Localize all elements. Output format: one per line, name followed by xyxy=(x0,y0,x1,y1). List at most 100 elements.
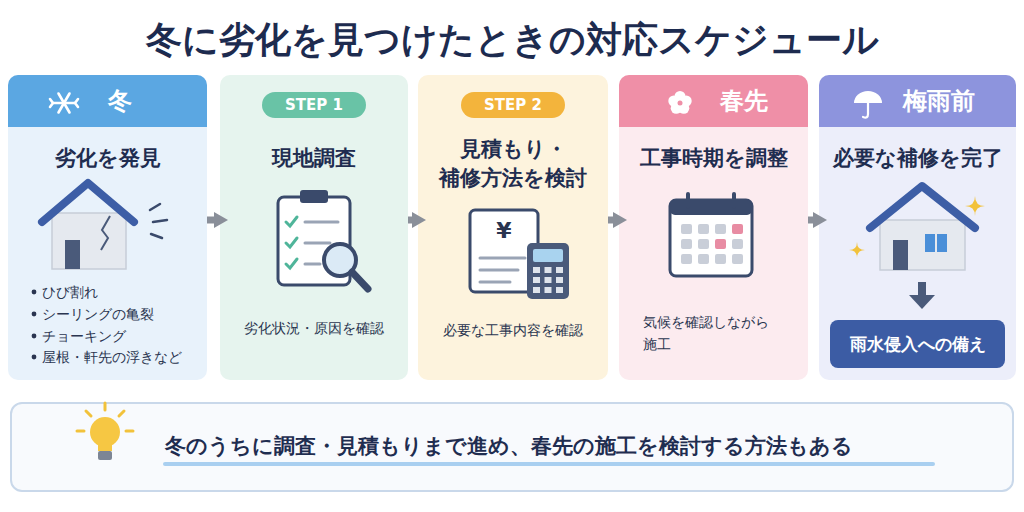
lightbulb-icon xyxy=(126,430,133,433)
estimate-document-icon xyxy=(470,210,538,292)
bullet-dot xyxy=(32,312,37,317)
damaged-house-icon xyxy=(42,183,134,222)
step-badge: STEP 1 xyxy=(262,92,366,118)
lightbulb-icon xyxy=(77,430,84,433)
calendar-icon xyxy=(698,224,709,234)
lightbulb-icon xyxy=(104,403,107,410)
lightbulb-icon xyxy=(90,417,120,447)
calendar-icon xyxy=(698,254,709,264)
estimate-document-icon xyxy=(470,210,538,292)
stage-heading: 現地調査 xyxy=(220,143,408,173)
stage-heading: 劣化を発見 xyxy=(8,143,207,173)
bullet-dot xyxy=(32,355,37,360)
flow-arrow xyxy=(408,217,418,224)
clipboard-icon xyxy=(286,217,297,226)
calendar-icon xyxy=(670,194,752,276)
repaired-house-icon xyxy=(893,240,908,270)
calculator-icon xyxy=(556,267,563,273)
repaired-house-icon xyxy=(870,186,975,228)
sakura-icon xyxy=(675,91,686,102)
clipboard-icon xyxy=(305,263,320,266)
stage-label: 梅雨前 xyxy=(903,85,1003,117)
damaged-house-icon xyxy=(65,240,80,269)
magnifier-icon xyxy=(324,244,368,289)
down-arrow xyxy=(909,282,935,309)
calendar-icon xyxy=(670,200,752,276)
sakura-icon xyxy=(681,96,692,107)
stage-heading: 工事時期を調整 xyxy=(619,143,808,173)
flow-arrow xyxy=(207,217,220,224)
down-arrow xyxy=(918,282,926,297)
repaired-house-icon xyxy=(880,220,965,270)
clipboard-icon xyxy=(286,238,297,247)
snowflake-icon xyxy=(50,94,78,113)
calendar-icon xyxy=(715,254,726,264)
umbrella-icon xyxy=(854,91,882,103)
estimate-document-icon xyxy=(480,269,518,272)
magnifier-icon xyxy=(324,244,356,276)
repaired-house-icon xyxy=(935,234,937,252)
clipboard-icon xyxy=(278,190,350,285)
stage-card: 梅雨前必要な補修を完了雨水侵入への備え xyxy=(819,75,1016,380)
damaged-house-icon xyxy=(52,213,126,269)
calculator-icon xyxy=(527,243,569,299)
clipboard-icon xyxy=(286,259,297,268)
calendar-icon xyxy=(681,239,692,249)
stage-description: 気候を確認しながら 施工 xyxy=(643,311,783,355)
snowflake-icon xyxy=(75,99,78,107)
stage-heading: 見積もり・ 補修方法を検討 xyxy=(418,135,608,193)
calendar-icon xyxy=(715,239,726,249)
stage-label: 春先 xyxy=(720,85,820,117)
calculator-icon xyxy=(545,277,552,283)
stage-description: 劣化状況・原因を確認 xyxy=(220,318,408,338)
bullet-item: チョーキング xyxy=(42,326,207,346)
snowflake-icon xyxy=(50,99,53,107)
calculator-icon xyxy=(533,249,563,262)
bullet-item: ひび割れ xyxy=(42,282,207,302)
calendar-icon xyxy=(732,194,736,207)
calendar-icon xyxy=(698,239,709,249)
sparkle-icon xyxy=(849,242,865,258)
stage-heading: 必要な補修を完了 xyxy=(819,143,1016,173)
text-underline xyxy=(163,462,935,466)
result-text: 雨水侵入への備え xyxy=(830,320,1005,368)
umbrella-icon xyxy=(854,91,882,118)
flow-arrow xyxy=(608,217,619,224)
lightbulb-icon xyxy=(98,445,112,451)
bullet-dot xyxy=(32,290,37,295)
bullet-item: 屋根・軒先の浮きなど xyxy=(42,347,207,367)
tip-box: 冬のうちに調査・見積もりまで進め、春先の施工を検討する方法もある xyxy=(10,402,1014,492)
clipboard-icon xyxy=(305,242,330,245)
tip-text: 冬のうちに調査・見積もりまで進め、春先の施工を検討する方法もある xyxy=(165,431,965,461)
stage-card: STEP 2見積もり・ 補修方法を検討必要な工事内容を確認 xyxy=(418,75,608,380)
clipboard-icon xyxy=(278,197,350,285)
clipboard-icon xyxy=(300,190,328,203)
snowflake-icon xyxy=(59,94,70,113)
sparkle-icon xyxy=(965,196,985,216)
lightbulb-icon xyxy=(98,451,112,460)
damaged-house-icon xyxy=(101,216,110,250)
calculator-icon xyxy=(527,243,569,299)
calculator-icon xyxy=(556,277,563,283)
lightbulb-icon xyxy=(77,403,133,460)
calculator-icon xyxy=(545,267,552,273)
calculator-icon xyxy=(533,277,540,283)
header-band xyxy=(8,75,207,127)
damaged-house-icon xyxy=(151,234,162,238)
umbrella-icon xyxy=(863,103,868,118)
damaged-house-icon xyxy=(42,183,167,269)
sakura-icon xyxy=(671,103,682,114)
stage-label: 冬 xyxy=(108,85,208,117)
header-band xyxy=(619,75,808,127)
damaged-house-icon xyxy=(153,220,167,222)
estimate-document-icon xyxy=(480,257,525,260)
step-badge: STEP 2 xyxy=(461,92,565,118)
lightbulb-icon xyxy=(119,411,124,416)
clipboard-icon xyxy=(305,221,338,224)
diagram-title: 冬に劣化を見つけたときの対応スケジュール xyxy=(0,14,1024,66)
snowflake-icon xyxy=(59,94,70,113)
calendar-icon xyxy=(715,224,726,234)
calendar-icon xyxy=(732,239,743,249)
